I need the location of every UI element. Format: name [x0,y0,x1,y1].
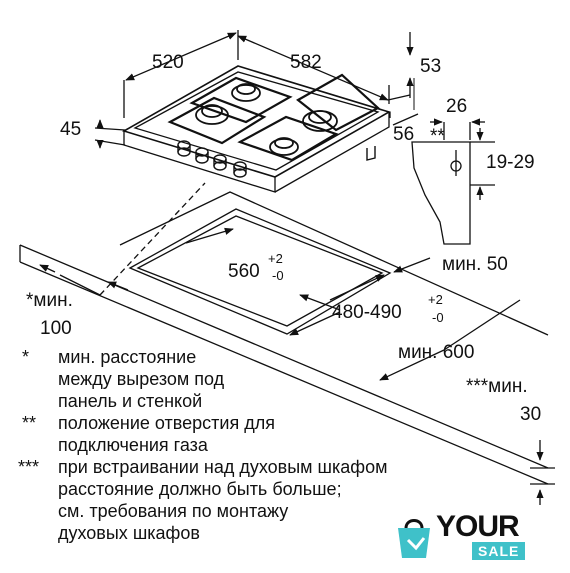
note-1-line-3: панель и стенкой [58,391,203,411]
note-1-line-2: между вырезом под [58,369,225,389]
dim-45: 45 [60,119,81,140]
dim-560: 560 [228,261,260,282]
note-3-marker: *** [18,457,40,477]
dimension-texts: 520 582 53 45 56 26 ** 19-29 560 +2 -0 м… [26,52,541,425]
note-2-line-1: положение отверстия для [58,413,275,433]
note-3-line-4: духовых шкафов [58,523,200,543]
yoursale-logo: YOUR SALE [392,508,532,566]
dim-56: 56 [393,124,414,145]
dim-560-plus: +2 [268,251,283,266]
note-2-marker: ** [22,413,37,433]
logo-badge: SALE [472,542,526,560]
dim-left-min-label: *мин. [26,290,73,311]
dim-left-min-value: 100 [40,318,72,339]
cutout-outline [128,208,392,335]
dim-53: 53 [420,56,441,77]
dim-bottom-min-value: 30 [520,404,541,425]
note-3-line-2: расстояние должно быть больше; [58,479,342,499]
dim-520: 520 [152,52,184,73]
note-1-marker: * [22,347,30,367]
dim-582: 582 [290,52,322,73]
projection-line [99,182,206,296]
note-3-line-1: при встраивании над духовым шкафом [58,457,388,477]
dim-min-600: мин. 600 [398,342,474,363]
shopping-bag-icon [398,519,430,558]
gas-connection-detail [411,118,495,245]
gas-marker: ** [430,126,445,147]
dim-480-490-plus: +2 [428,292,443,307]
control-knobs [177,140,376,178]
dim-bottom-min-label: ***мин. [466,376,528,397]
note-2-line-2: подключения газа [58,435,208,455]
note-1-line-1: мин. расстояние [58,347,197,367]
dim-min-50: мин. 50 [442,254,508,275]
note-3-line-3: см. требования по монтажу [58,501,289,521]
dim-480-490-minus: -0 [432,310,444,325]
logo-word: YOUR [436,510,520,543]
dim-26: 26 [446,96,467,117]
dim-480-490: 480-490 [332,302,402,323]
dim-19-29: 19-29 [486,152,535,173]
dimension-lines [39,30,555,505]
dim-560-minus: -0 [272,268,284,283]
